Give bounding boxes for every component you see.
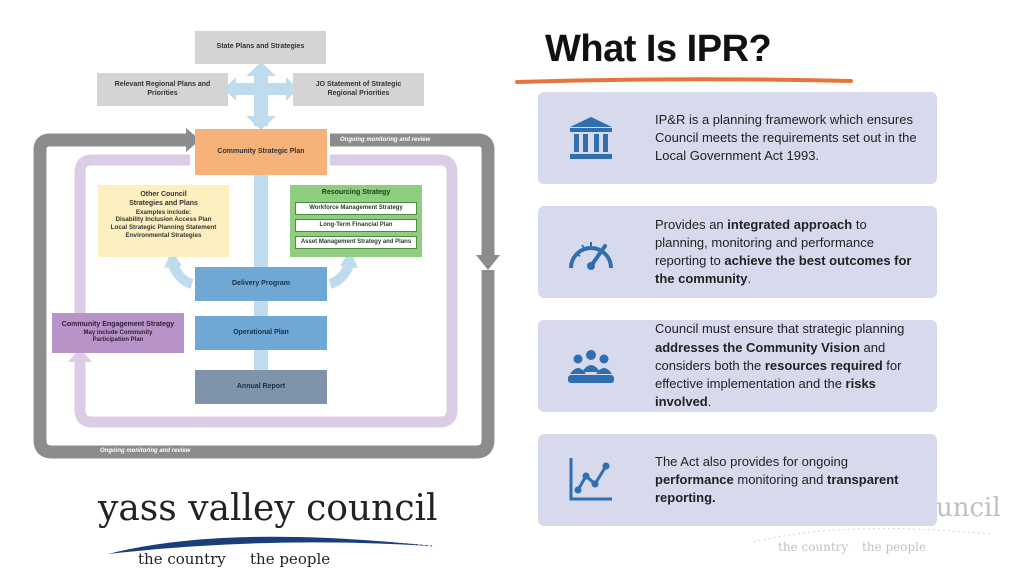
card-text-run: for effective implementation and the xyxy=(655,357,902,392)
info-card: Council must ensure that strategic plann… xyxy=(538,320,937,412)
title-underline xyxy=(515,77,853,84)
logo-tag-people: the people xyxy=(250,550,331,568)
card-text-run: . xyxy=(747,271,752,287)
card-text-run: monitoring and xyxy=(733,471,827,487)
card-text-run: transparent reporting. xyxy=(655,471,899,506)
engagement-title: Community Engagement Strategy xyxy=(61,321,175,329)
monitoring-note-bottom: Ongoing monitoring and review xyxy=(100,448,191,454)
diagram-arrows xyxy=(33,62,500,459)
gauge-icon xyxy=(569,242,613,270)
ipr-framework-diagram: State Plans and Strategies Relevant Regi… xyxy=(0,0,520,470)
financial-plan-item: Long-Term Financial Plan xyxy=(295,218,417,232)
info-card: IP&R is a planning framework which ensur… xyxy=(538,92,937,184)
community-strategic-plan-box: Community Strategic Plan xyxy=(195,129,327,175)
card-text-run: Provides an xyxy=(655,216,728,232)
card-text-4: The Act also provides for ongoing perfor… xyxy=(655,434,920,526)
delivery-program-label: Delivery Program xyxy=(232,279,290,287)
outer-monitoring-loop xyxy=(33,133,186,440)
logo-tag-country: the country xyxy=(138,550,226,568)
card-text-2: Provides an integrated approach to plann… xyxy=(655,206,920,298)
regional-plans-label: Relevant Regional Plans and Priorities xyxy=(114,80,211,97)
monitoring-note-top: Ongoing monitoring and review xyxy=(340,137,431,143)
inner-monitoring-loop xyxy=(74,154,190,330)
delivery-program-box: Delivery Program xyxy=(195,267,327,301)
line-chart-icon xyxy=(569,458,612,501)
jo-statement-box: JO Statement of Strategic Regional Prior… xyxy=(293,73,424,106)
other-strategies-title: Other Council Strategies and Plans xyxy=(129,191,198,207)
people-meeting-icon xyxy=(568,350,614,383)
other-strategies-box: Other Council Strategies and Plans Examp… xyxy=(98,185,229,257)
card-text-3-content: Council must ensure that strategic plann… xyxy=(655,320,920,411)
card-text-run: addresses the Community Vision xyxy=(655,339,860,355)
other-strategies-items: Examples include: Disability Inclusion A… xyxy=(110,208,217,240)
state-plans-label: State Plans and Strategies xyxy=(216,43,305,51)
annual-report-box: Annual Report xyxy=(195,370,327,404)
resourcing-title: Resourcing Strategy xyxy=(321,189,391,196)
card-text-3: Council must ensure that strategic plann… xyxy=(655,320,920,412)
annual-report-label: Annual Report xyxy=(236,382,286,390)
faded-logo-swoosh xyxy=(753,528,991,543)
card-text-run: Council must ensure that strategic plann… xyxy=(655,321,905,337)
card-text-run: and considers both the xyxy=(655,339,886,373)
inner-loop-arrowhead xyxy=(68,348,92,362)
regional-plans-box: Relevant Regional Plans and Priorities xyxy=(97,73,228,106)
faded-tag-people: the people xyxy=(862,540,927,554)
info-card: Provides an integrated approach to plann… xyxy=(538,206,937,298)
csp-label: Community Strategic Plan xyxy=(217,147,305,155)
logo-swoosh xyxy=(108,536,433,554)
card-text-run: risks involved xyxy=(655,376,876,410)
state-plans-box: State Plans and Strategies xyxy=(195,31,326,64)
card-text-run: integrated approach xyxy=(727,216,853,232)
outer-loop-arrowhead-right xyxy=(476,255,500,270)
card-text-run: to planning, monitoring and performance … xyxy=(655,216,874,268)
card-text-run: . xyxy=(707,394,712,410)
operational-plan-label: Operational Plan xyxy=(233,328,289,336)
outer-loop-arrowhead-top xyxy=(186,128,200,152)
card-text-1: IP&R is a planning framework which ensur… xyxy=(655,92,920,184)
logo-wordmark: yass valley council xyxy=(98,488,438,529)
card-text-run: The Act also provides for ongoing xyxy=(655,453,848,469)
asset-plan-item: Asset Management Strategy and Plans xyxy=(295,235,417,249)
card-text-4-content: The Act also provides for ongoing perfor… xyxy=(655,453,920,508)
engagement-sub: May include Community Participation Plan xyxy=(83,329,153,344)
jo-statement-label: JO Statement of Strategic Regional Prior… xyxy=(315,80,402,97)
workforce-plan-item: Workforce Management Strategy xyxy=(295,201,417,215)
faded-logo-name: uncil xyxy=(936,493,1001,523)
card-text-1-content: IP&R is a planning framework which ensur… xyxy=(655,111,917,164)
card-text-run: achieve the best outcomes for the commun… xyxy=(655,253,912,287)
community-engagement-box: Community Engagement Strategy May includ… xyxy=(52,313,184,353)
bank-icon xyxy=(570,117,612,159)
resourcing-strategy-box: Resourcing Strategy Workforce Management… xyxy=(290,185,422,257)
info-card: The Act also provides for ongoing perfor… xyxy=(538,434,937,526)
card-text-run: resources required xyxy=(764,357,883,373)
faded-tag-country: the country xyxy=(778,540,849,554)
operational-plan-box: Operational Plan xyxy=(195,316,327,350)
card-text-2-content: Provides an integrated approach to plann… xyxy=(655,216,920,289)
page-title: What Is IPR? xyxy=(545,28,772,70)
card-text-run: performance xyxy=(655,471,734,487)
